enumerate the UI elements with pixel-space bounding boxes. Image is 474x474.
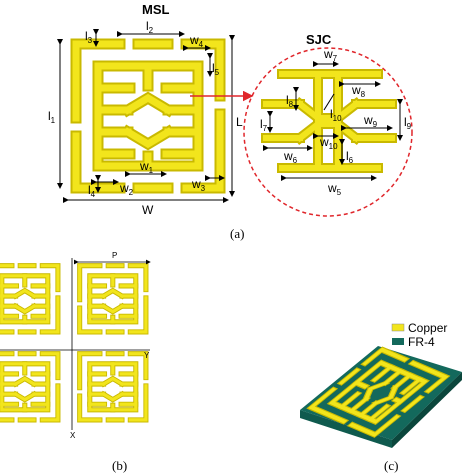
- substrate-front: [300, 410, 392, 448]
- svg-text:l6: l6: [346, 149, 354, 165]
- label-W: W: [142, 203, 154, 217]
- svg-text:l7: l7: [260, 117, 268, 133]
- label-w1: w: [139, 159, 149, 173]
- svg-text:l9: l9: [404, 115, 412, 131]
- caption-b: (b): [112, 458, 127, 473]
- sjc-title: SJC: [306, 32, 332, 47]
- label-l8: l: [286, 93, 289, 107]
- svg-text:l3: l3: [85, 29, 93, 45]
- svg-text:w2: w2: [119, 181, 134, 197]
- label-w7: w: [323, 47, 333, 61]
- sjc-pattern: [261, 69, 397, 173]
- label-w10: w: [319, 135, 329, 149]
- array-cell-bottom-right: [80, 354, 146, 420]
- msl-title: MSL: [142, 2, 170, 17]
- label-l4: l: [88, 183, 91, 197]
- sjc-dimensions: [263, 61, 403, 181]
- material-legend: Copper FR-4: [391, 321, 447, 349]
- sjc-zoom-circle: [243, 47, 413, 217]
- label-l10: l: [330, 107, 333, 121]
- label-period: P: [112, 251, 117, 260]
- label-w9: w: [363, 113, 373, 127]
- svg-text:l4: l4: [88, 183, 96, 199]
- label-w5: w: [327, 181, 337, 195]
- svg-text:w9: w9: [363, 113, 378, 129]
- caption-c: (c): [384, 458, 398, 473]
- svg-text:w6: w6: [283, 149, 298, 165]
- legend-fr4: FR-4: [408, 335, 435, 349]
- label-L: L: [236, 115, 243, 129]
- svg-text:w3: w3: [191, 177, 206, 193]
- substrate-3d: [300, 346, 462, 448]
- sjc-labels: w7 w8 l8 l7 l10 w9 l9 w10 w6 l6 w5: [260, 47, 412, 197]
- svg-text:l5: l5: [212, 61, 220, 77]
- panel-c: Copper FR-4 (c): [300, 321, 462, 473]
- array-cell-bottom-left: [0, 354, 58, 420]
- caption-a: (a): [230, 226, 244, 241]
- panel-b: P Y X (b): [0, 251, 151, 473]
- label-w8: w: [351, 83, 361, 97]
- label-w4: w: [189, 33, 199, 47]
- legend-swatch-copper: [391, 323, 405, 332]
- svg-text:w5: w5: [327, 181, 342, 197]
- svg-text:w8: w8: [351, 83, 366, 99]
- msl-labels: l1 l2 l3 w4 l5 L W w1 w2 w3 l4: [48, 19, 243, 217]
- svg-text:l2: l2: [146, 19, 154, 35]
- svg-text:w7: w7: [323, 47, 338, 63]
- label-y-axis: Y: [144, 351, 150, 360]
- array-dimensions: [0, 258, 151, 430]
- label-l6: l: [346, 149, 349, 163]
- label-l3: l: [85, 29, 88, 43]
- legend-swatch-fr4: [392, 338, 404, 345]
- label-w2: w: [119, 181, 129, 195]
- msl-dimensions: [57, 29, 235, 203]
- label-x-axis: X: [70, 431, 76, 440]
- array-cell-top-right: [80, 266, 146, 332]
- label-l1: l: [48, 109, 51, 123]
- panel-a: MSL SJC l1 l2 l3 w4 l5 L W: [48, 2, 413, 241]
- label-l7: l: [260, 117, 263, 131]
- label-w6: w: [283, 149, 293, 163]
- array-cell-top-left: [0, 266, 58, 332]
- svg-text:l8: l8: [286, 93, 294, 109]
- svg-text:w4: w4: [189, 33, 204, 49]
- svg-text:l1: l1: [48, 109, 56, 125]
- label-l2: l: [146, 19, 149, 33]
- label-l5: l: [212, 61, 215, 75]
- svg-text:l10: l10: [330, 107, 342, 123]
- svg-text:w10: w10: [319, 135, 338, 151]
- substrate-side: [392, 372, 462, 448]
- legend-copper: Copper: [408, 321, 447, 335]
- label-l9: l: [404, 115, 407, 129]
- label-w3: w: [191, 177, 201, 191]
- svg-text:w1: w1: [139, 159, 154, 175]
